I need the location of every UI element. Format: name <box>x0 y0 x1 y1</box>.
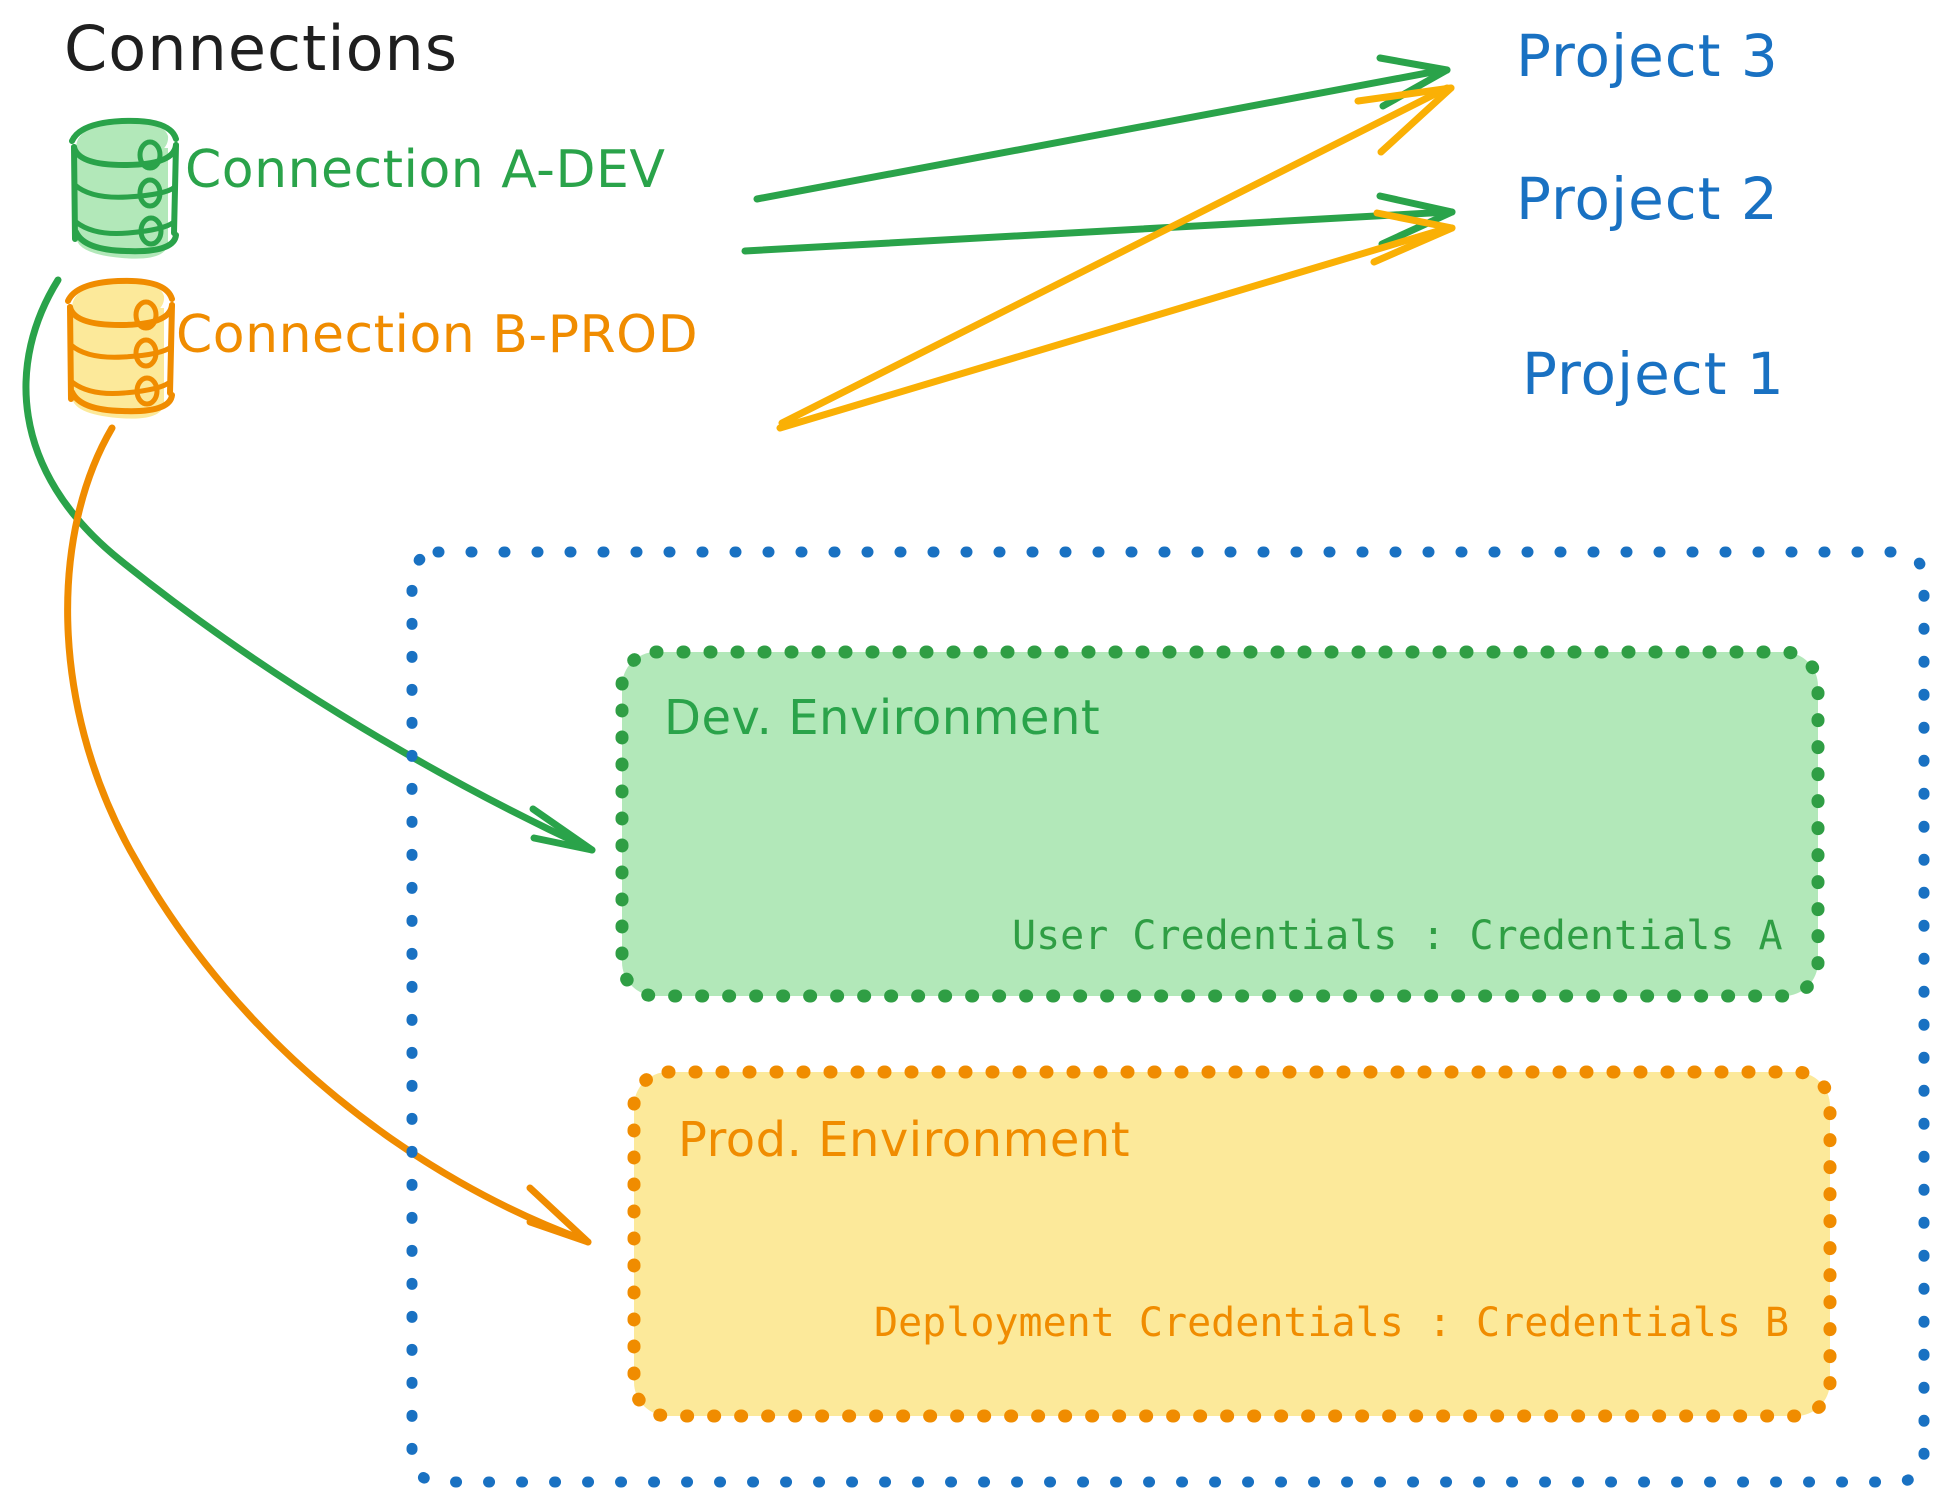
project-1-label[interactable]: Project 1 <box>1522 340 1785 408</box>
edge-b-prod-to-project-3 <box>778 84 1455 427</box>
page-title: Connections <box>64 12 459 85</box>
dev-environment-credentials: User Credentials : Credentials A <box>1012 913 1783 959</box>
edge-b-prod-to-project-2 <box>776 209 1456 432</box>
connection-b-prod-label[interactable]: Connection B-PROD <box>176 305 699 365</box>
dev-environment-title: Dev. Environment <box>664 690 1101 746</box>
edge-a-dev-to-project-3 <box>753 54 1451 203</box>
connection-a-dev-label[interactable]: Connection A-DEV <box>185 140 666 200</box>
project-1-container <box>406 546 1930 1488</box>
edge-b-prod-to-prod-environment <box>64 424 592 1246</box>
prod-environment-box[interactable] <box>627 1065 1837 1423</box>
prod-environment-title: Prod. Environment <box>678 1112 1131 1168</box>
project-3-label[interactable]: Project 3 <box>1516 22 1779 90</box>
edge-a-dev-to-dev-environment <box>22 276 596 854</box>
prod-environment-credentials: Deployment Credentials : Credentials B <box>874 1300 1790 1346</box>
database-cylinder-icon-green[interactable] <box>69 117 179 259</box>
project-2-label[interactable]: Project 2 <box>1516 165 1779 233</box>
dev-environment-box[interactable] <box>615 645 1825 1003</box>
edge-a-dev-to-project-2 <box>741 192 1456 255</box>
database-cylinder-icon-orange[interactable] <box>65 277 175 419</box>
